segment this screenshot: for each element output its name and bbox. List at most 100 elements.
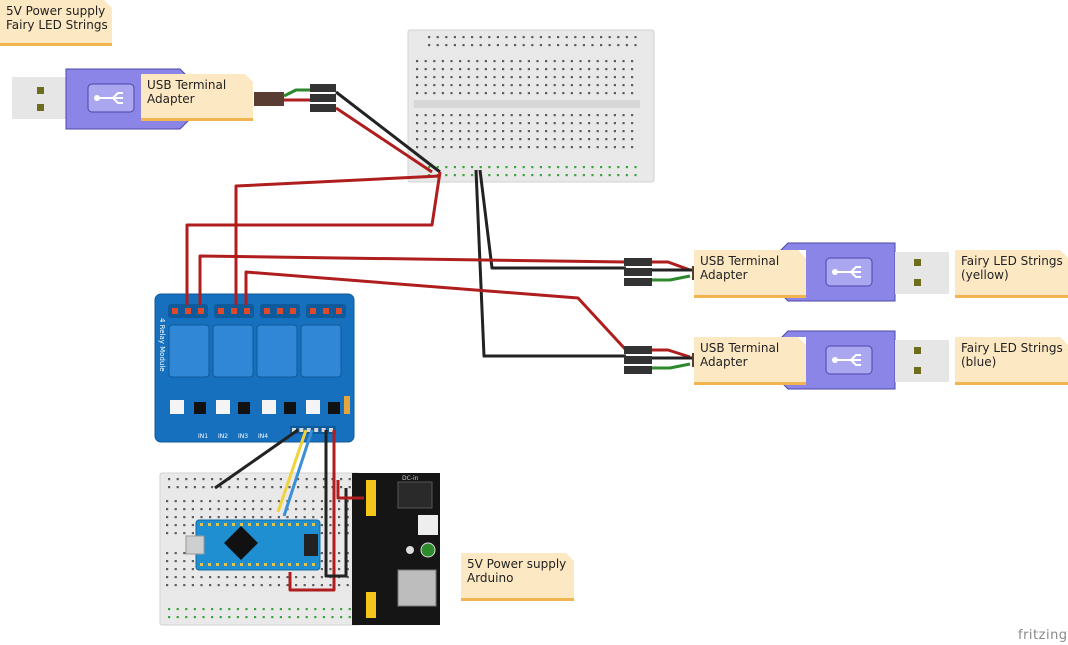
breadboard-hole [271,486,274,489]
breadboard-hole [441,76,444,79]
breadboard-hole [303,500,306,503]
breadboard-hole [441,92,444,95]
relay-blocks [168,324,342,378]
nano-pin [296,563,299,566]
wire-red-yellow [198,254,627,305]
breadboard-hole [574,174,577,177]
breadboard-hole [433,130,436,133]
breadboard-hole [545,92,548,95]
breadboard-hole [459,122,462,125]
breadboard-hole [288,486,291,489]
relay-terminal [264,308,270,314]
breadboard-hole [348,608,351,611]
breadboard-hole [519,122,522,125]
breadboard-hole [174,584,177,587]
relay-input-labels: IN1 IN2 IN3 IN4 [198,433,268,440]
breadboard-hole [450,146,453,149]
breadboard-hole [424,84,427,87]
breadboard-hole [262,616,265,619]
breadboard-hole [527,146,530,149]
breadboard-hole [570,114,573,117]
breadboard-hole [450,138,453,141]
breadboard-hole [254,608,257,611]
breadboard-hole [531,166,534,169]
breadboard-hole [234,500,237,503]
breadboard-hole [527,138,530,141]
breadboard-hole [295,584,298,587]
breadboard-hole [545,138,548,141]
breadboard-hole [286,516,289,519]
breadboard-hole [243,576,246,579]
breadboard-hole [579,138,582,141]
breadboard-hole [416,146,419,149]
breadboard-hole [527,60,530,63]
breadboard-hole [428,166,431,169]
breadboard-hole [484,138,487,141]
breadboard-hole [176,616,179,619]
breadboard-hole [510,84,513,87]
breadboard-hole [183,552,186,555]
breadboard-hole [441,138,444,141]
note-fold [104,0,112,8]
breadboard-hole [588,122,591,125]
breadboard-hole [191,500,194,503]
relay-header-pins [290,426,336,434]
breadboard-hole [348,616,351,619]
breadboard-hole [428,44,431,47]
wire-green [283,88,314,98]
breadboard-hole [514,166,517,169]
breadboard-hole [519,92,522,95]
wire-yellow-arduino [276,429,308,513]
breadboard-hole [545,60,548,63]
breadboard-hole [176,608,179,611]
breadboard-hole [346,568,349,571]
breadboard-hole [320,584,323,587]
wire-red-top-2 [335,106,433,174]
breadboard-hole [588,84,591,87]
breadboard-hole [228,616,231,619]
breadboard-hole [234,584,237,587]
breadboard-hole [467,60,470,63]
breadboard-hole [596,60,599,63]
nano-pin [200,563,203,566]
breadboard-hole [467,84,470,87]
breadboard-hole [622,146,625,149]
breadboard-hole [168,486,171,489]
breadboard-hole [493,130,496,133]
relay-terminal [198,308,204,314]
breadboard-hole [545,68,548,71]
breadboard-hole [608,44,611,47]
breadboard-hole [236,608,239,611]
breadboard-hole [441,60,444,63]
breadboard-hole [579,146,582,149]
breadboard-hole [519,84,522,87]
breadboard-hole [488,44,491,47]
note-line: Fairy LED Strings [6,18,108,32]
breadboard-hole [226,584,229,587]
breadboard-hole [510,92,513,95]
note-fold [1060,250,1068,258]
breadboard-hole [236,616,239,619]
breadboard-hole [459,130,462,133]
breadboard-hole [269,508,272,511]
nano-pin [224,563,227,566]
breadboard-hole [322,486,325,489]
breadboard-hole [166,584,169,587]
breadboard-hole [553,114,556,117]
breadboard-hole [260,508,263,511]
breadboard-hole [467,138,470,141]
breadboard-hole [262,486,265,489]
breadboard-hole [191,508,194,511]
breadboard-hole [502,138,505,141]
breadboard-hole [450,92,453,95]
breadboard-hole [502,130,505,133]
power-module: DC-in [352,473,440,625]
breadboard-hole [545,122,548,125]
breadboard-hole [596,68,599,71]
breadboard-hole [303,508,306,511]
relay-input-label: IN3 [238,433,248,440]
breadboard-hole [570,138,573,141]
breadboard-hole [622,60,625,63]
breadboard-hole [545,76,548,79]
breadboard-hole [191,568,194,571]
